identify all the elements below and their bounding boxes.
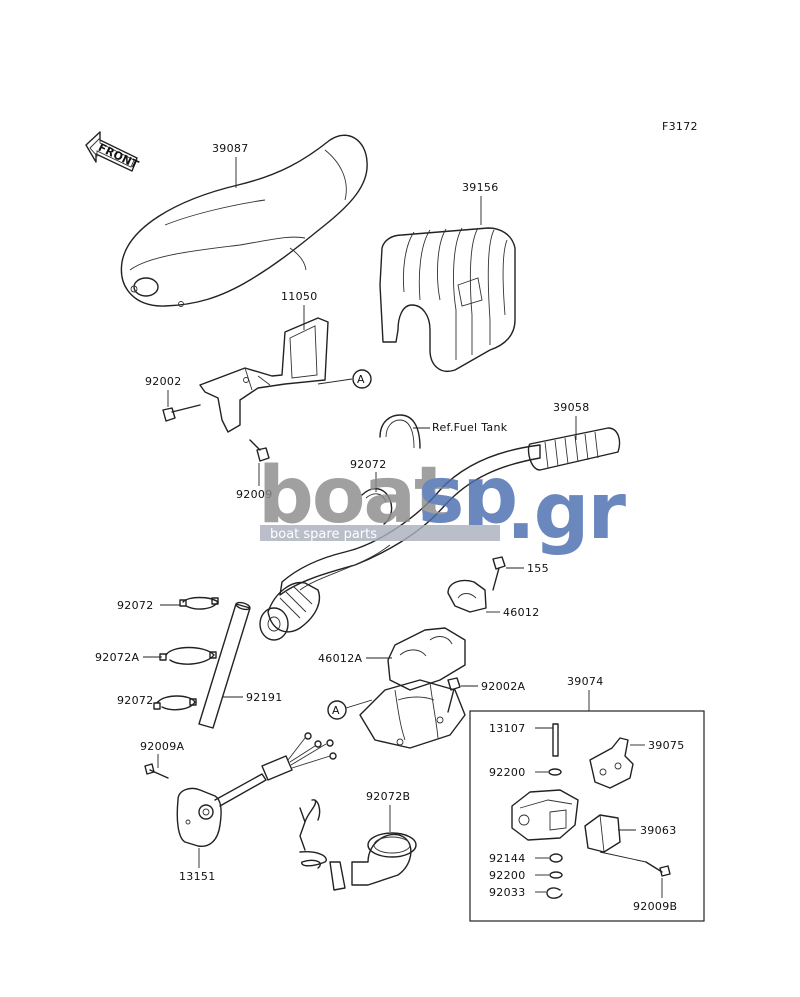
bolt-92002A [447, 677, 461, 713]
riser-clamp [359, 627, 466, 749]
label-92009: 92009 [236, 488, 273, 501]
label-92033: 92033 [489, 886, 526, 899]
label-92009B: 92009B [633, 900, 677, 913]
callout-a-top: A [357, 373, 365, 386]
bolt-92002 [162, 404, 201, 422]
label-39074: 39074 [567, 675, 604, 688]
label-39156: 39156 [462, 181, 499, 194]
label-13107: 13107 [489, 722, 526, 735]
label-39075: 39075 [648, 739, 685, 752]
front-label: FRONT [96, 141, 141, 172]
stop-switch [176, 732, 337, 847]
figure-code: F3172 [662, 120, 698, 133]
label-92002A: 92002A [481, 680, 525, 693]
bolt-92009 [249, 439, 270, 462]
ref-fuel-tank-note: Ref.Fuel Tank [432, 421, 508, 434]
label-92072-a: 92072 [117, 599, 154, 612]
handlebar-cover [120, 134, 368, 307]
handle-pad [379, 227, 516, 372]
label-92144: 92144 [489, 852, 526, 865]
label-92072-b: 92072 [117, 694, 154, 707]
bracket [199, 317, 329, 433]
label-92191: 92191 [246, 691, 283, 704]
label-92200-b: 92200 [489, 869, 526, 882]
label-92072A: 92072A [95, 651, 139, 664]
bolt-155 [492, 556, 506, 591]
watermark: boat sp .gr boat spare parts [258, 451, 628, 557]
callout-a-bottom: A [332, 704, 340, 717]
front-arrow-icon: FRONT [85, 131, 141, 172]
label-92009A: 92009A [140, 740, 184, 753]
label-92072B: 92072B [366, 790, 410, 803]
label-39087: 39087 [212, 142, 249, 155]
assembly-box-39074 [469, 710, 705, 922]
label-155: 155 [527, 562, 549, 575]
label-11050: 11050 [281, 290, 318, 303]
label-39058: 39058 [553, 401, 590, 414]
lanyard-clip [299, 799, 417, 891]
label-92200-a: 92200 [489, 766, 526, 779]
label-92072-clip: 92072 [350, 458, 387, 471]
watermark-tagline-bar [260, 525, 500, 541]
label-13151: 13151 [179, 870, 216, 883]
watermark-brand-tld: .gr [506, 467, 626, 557]
hose-clamps [153, 596, 219, 711]
label-39063: 39063 [640, 824, 677, 837]
label-46012: 46012 [503, 606, 540, 619]
handlebar [259, 427, 621, 641]
watermark-tagline: boat spare parts [270, 527, 377, 542]
label-46012A: 46012A [318, 652, 362, 665]
label-92002: 92002 [145, 375, 182, 388]
